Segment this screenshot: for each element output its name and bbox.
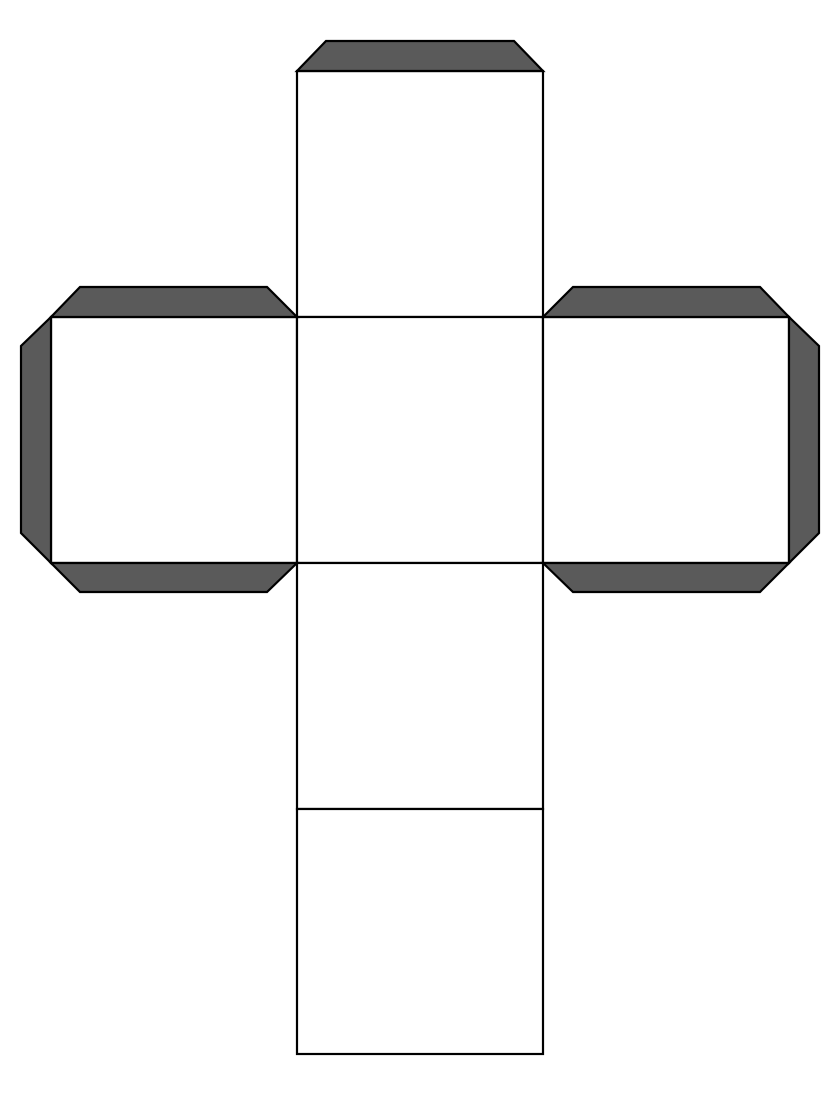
flap-right-side	[787, 314, 821, 566]
flap-right-bottom	[540, 561, 792, 594]
flap-left-bottom	[48, 561, 300, 594]
face-lower-middle	[295, 561, 545, 811]
flap-right-top	[540, 285, 792, 319]
face-center	[295, 315, 545, 565]
flap-left-side	[19, 314, 53, 566]
face-bottom	[295, 807, 545, 1056]
face-left	[49, 315, 299, 565]
flap-left-top	[48, 285, 300, 319]
face-top	[295, 69, 545, 319]
face-right	[541, 315, 791, 565]
flap-top	[294, 39, 546, 73]
